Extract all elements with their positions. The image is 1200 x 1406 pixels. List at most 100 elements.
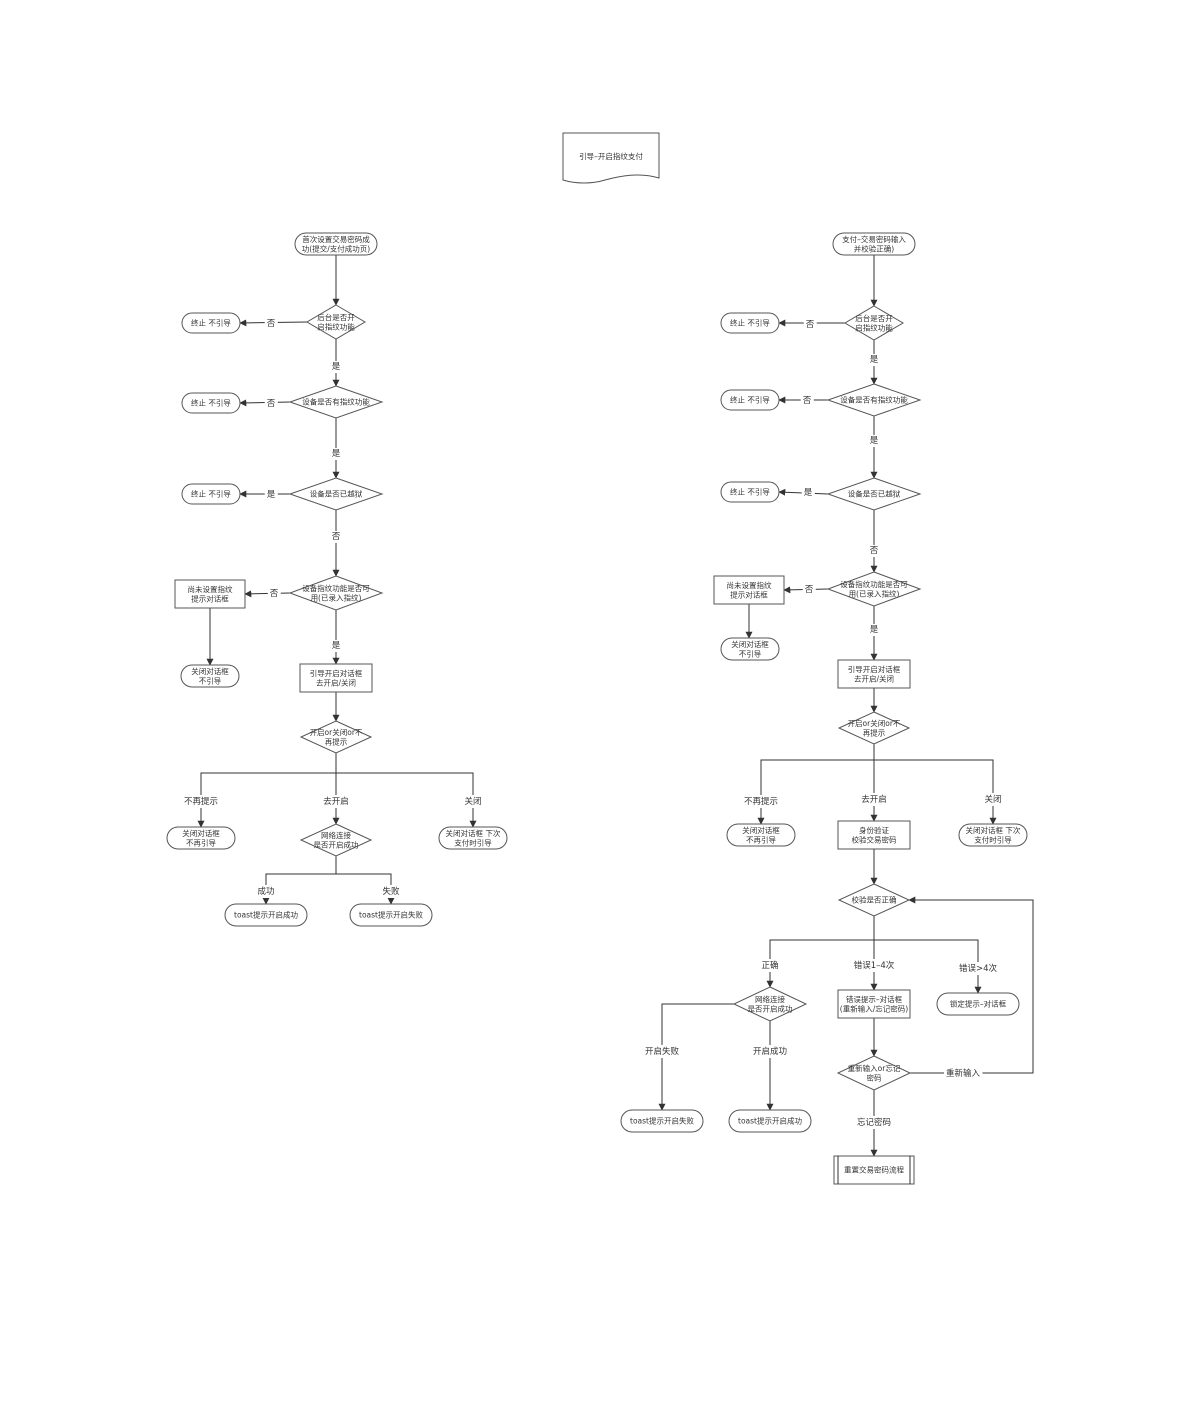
right-label-usable-yes-bg — [867, 624, 881, 636]
right-label-forgot: 忘记密码 — [857, 1117, 891, 1128]
left-end-toast-ok-shape — [224, 903, 308, 927]
title-document-shape — [562, 132, 660, 184]
left-decision-jailbreak: 设备是否已越狱 — [288, 477, 384, 511]
right-process-not-set-line-1: 尚未设置指纹 — [727, 580, 772, 590]
right-end-backend-no: 终止 不引导 — [720, 312, 780, 334]
right-decision-verify: 校验是否正确 — [837, 883, 911, 917]
right-decision-choice-line-1: 开启or关闭or不 — [848, 718, 901, 728]
right-decision-network-line-2: 是否开启成功 — [748, 1003, 793, 1013]
left-decision-device-line-1: 设备是否有指纹功能 — [302, 397, 370, 407]
right-end-jailbreak-yes-line-1: 终止 不引导 — [730, 487, 770, 497]
right-decision-jailbreak: 设备是否已越狱 — [826, 477, 922, 511]
left-label-device-yes: 是 — [332, 449, 341, 459]
right-label-reenter-bg — [943, 1067, 983, 1080]
right-edge-verify-wrong4 — [874, 939, 982, 994]
right-label-backend-no-bg — [803, 319, 817, 331]
right-label-close: 关闭 — [984, 794, 1001, 805]
left-decision-device-shape — [288, 385, 384, 419]
left-decision-usable-shape — [288, 575, 384, 611]
left-end-backend-no-shape — [181, 312, 241, 334]
right-process-error-tip-line-2: (重新输入/忘记密码) — [840, 1003, 908, 1013]
right-subprocess-reset-line-1: 重置交易密码流程 — [844, 1165, 904, 1175]
right-label-usable-no: 否 — [805, 585, 814, 595]
left-label-jailbreak-no: 否 — [332, 532, 341, 542]
nodes-layer: 引导–开启指纹支付首次设置交易密码成功(提交/支付成功页)后台是否开启指纹功能终… — [166, 132, 1028, 1185]
left-label-success-bg — [255, 885, 277, 898]
left-end-close-shape — [438, 826, 508, 850]
right-process-error-tip: 错误提示–对话框(重新输入/忘记密码) — [837, 989, 911, 1019]
right-end-locked-shape — [936, 992, 1020, 1016]
right-label-close-bg — [982, 793, 1004, 806]
left-end-jailbreak-yes: 终止 不引导 — [181, 483, 241, 505]
left-end-jailbreak-yes-line-1: 终止 不引导 — [191, 489, 231, 499]
left-label-usable-no: 否 — [270, 589, 279, 599]
left-label-go-enable-bg — [321, 795, 351, 808]
right-edge-reenter-loop — [908, 896, 1034, 1074]
right-process-guide-line-2: 去开启/关闭 — [854, 673, 894, 683]
left-end-not-set-line-1: 关闭对话框 — [191, 666, 229, 676]
left-label-device-no: 否 — [267, 399, 276, 409]
left-decision-jailbreak-shape — [288, 477, 384, 511]
right-end-device-no-line-1: 终止 不引导 — [730, 395, 770, 405]
right-process-not-set-line-2: 提示对话框 — [730, 589, 768, 599]
left-end-toast-fail-shape — [349, 903, 433, 927]
left-process-not-set-line-1: 尚未设置指纹 — [188, 584, 233, 594]
right-decision-verify-line-1: 校验是否正确 — [852, 895, 897, 905]
right-decision-usable-line-2: 用(已录入指纹) — [849, 588, 900, 598]
left-label-usable-yes: 是 — [332, 641, 341, 651]
title-document: 引导–开启指纹支付 — [562, 132, 660, 184]
left-label-backend-yes: 是 — [332, 362, 341, 372]
left-edge-choice-nomore — [197, 753, 337, 828]
left-label-jailbreak-yes-bg — [264, 489, 278, 501]
right-label-device-yes-bg — [867, 435, 881, 447]
left-end-no-more-line-1: 关闭对话框 — [182, 828, 220, 838]
right-decision-usable-shape — [826, 571, 922, 607]
right-end-close-line-1: 关闭对话框 下次 — [966, 825, 1021, 835]
right-label-usable-yes: 是 — [870, 625, 879, 635]
left-end-no-more-shape — [166, 826, 236, 850]
left-label-close-bg — [462, 795, 484, 808]
left-label-jailbreak-yes: 是 — [267, 490, 276, 500]
right-label-backend-no: 否 — [806, 320, 815, 330]
right-decision-network-line-1: 网络连接 — [755, 994, 785, 1004]
right-edge-choice-close — [874, 759, 997, 825]
right-end-toast-ok-line-1: toast提示开启成功 — [738, 1116, 802, 1126]
left-label-backend-no-bg — [264, 318, 278, 330]
right-decision-choice-line-2: 再提示 — [863, 727, 886, 737]
right-label-correct-bg — [759, 959, 781, 972]
left-label-close: 关闭 — [464, 796, 481, 807]
left-decision-network-line-1: 网络连接 — [321, 830, 351, 840]
right-label-nomore: 不再提示 — [744, 796, 778, 807]
left-label-device-no-bg — [264, 398, 278, 410]
right-label-nomore-bg — [741, 795, 781, 808]
right-end-no-more-line-1: 关闭对话框 — [742, 825, 780, 835]
left-end-toast-ok: toast提示开启成功 — [224, 903, 308, 927]
right-edge-network-fail — [658, 1003, 734, 1111]
right-process-auth-line-2: 校验交易密码 — [852, 834, 897, 844]
right-end-close-line-2: 支付时引导 — [974, 834, 1012, 844]
left-end-toast-fail: toast提示开启失败 — [349, 903, 433, 927]
right-end-toast-fail-shape — [620, 1109, 704, 1133]
right-decision-jailbreak-line-1: 设备是否已越狱 — [848, 489, 901, 499]
left-start-line-1: 首次设置交易密码成 — [302, 234, 370, 244]
right-label-jailbreak-no: 否 — [870, 546, 879, 556]
right-process-not-set-shape — [713, 575, 785, 605]
left-start-line-2: 功(提交/支付成功页) — [302, 243, 370, 253]
right-label-usable-no-bg — [802, 584, 816, 596]
right-subprocess-reset-shape — [833, 1155, 915, 1185]
right-decision-jailbreak-shape — [826, 477, 922, 511]
left-process-guide-line-2: 去开启/关闭 — [316, 677, 356, 687]
left-process-not-set-line-2: 提示对话框 — [191, 593, 229, 603]
right-process-auth-shape — [837, 820, 911, 850]
